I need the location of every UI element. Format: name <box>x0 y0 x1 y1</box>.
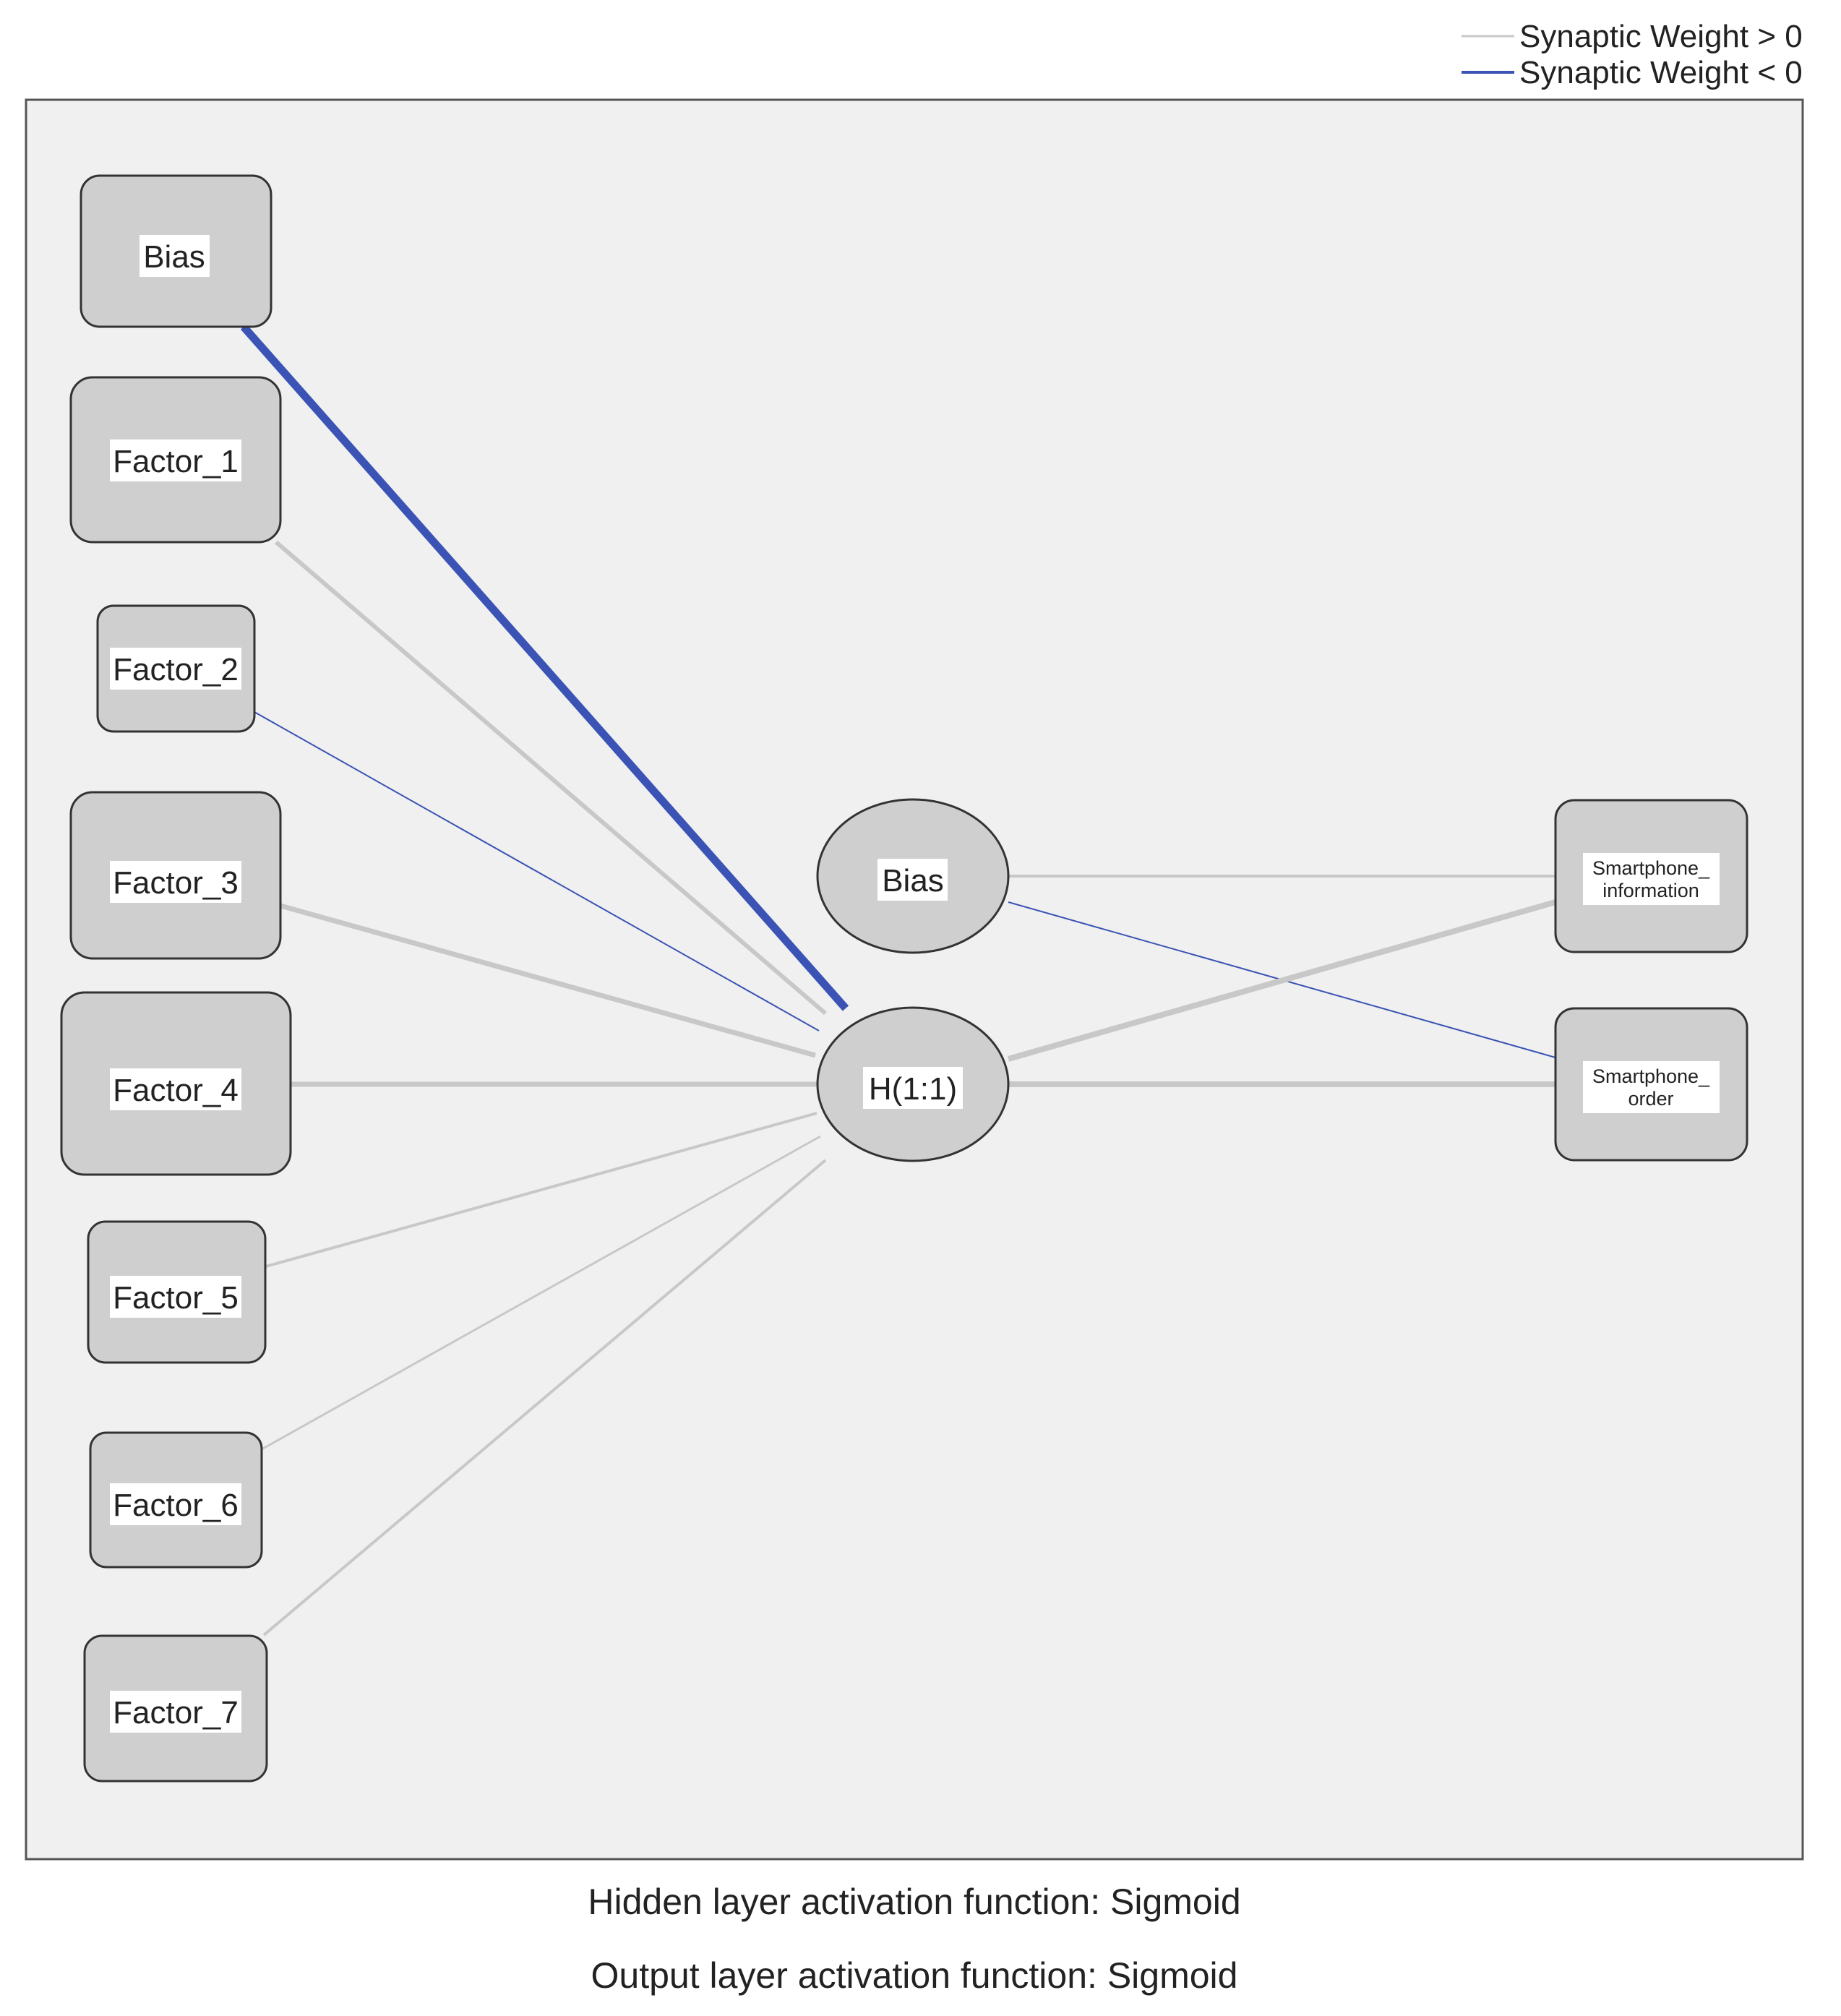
input-node-factor-5-label: Factor_5 <box>113 1280 239 1316</box>
output-node-smartphone-information-line1: Smartphone_ <box>1592 857 1710 879</box>
input-node-factor-1: Factor_1 <box>69 376 282 544</box>
input-node-factor-3-label: Factor_3 <box>113 865 239 901</box>
connection-factor2-to-h11 <box>254 711 820 1031</box>
input-node-factor-2: Factor_2 <box>96 604 256 733</box>
output-node-smartphone-order-line1: Smartphone_ <box>1592 1065 1710 1087</box>
legend-negative-label: Synaptic Weight < 0 <box>1519 55 1803 90</box>
hidden-activation-caption: Hidden layer activation function: Sigmoi… <box>588 1882 1240 1922</box>
output-node-smartphone-information: Smartphone_ information <box>1554 799 1748 953</box>
connection-h11-to-output1 <box>1007 899 1557 1062</box>
legend: Synaptic Weight > 0 Synaptic Weight < 0 <box>1462 19 1803 90</box>
output-node-smartphone-order: Smartphone_ order <box>1554 1007 1748 1162</box>
input-node-factor-6: Factor_6 <box>89 1431 263 1569</box>
connection-factor3-to-h11 <box>280 903 816 1058</box>
input-node-bias: Bias <box>80 174 272 328</box>
connection-factor5-to-h11 <box>265 1112 817 1268</box>
output-node-smartphone-order-line2: order <box>1628 1088 1673 1110</box>
hidden-node-bias: Bias <box>816 798 1010 954</box>
hidden-node-bias-label: Bias <box>882 863 944 898</box>
connection-factor7-to-h11 <box>262 1159 827 1637</box>
input-node-bias-label: Bias <box>143 239 205 275</box>
input-node-factor-3: Factor_3 <box>69 791 282 960</box>
connection-factor1-to-h11 <box>275 540 827 1016</box>
input-node-factor-7: Factor_7 <box>83 1634 268 1783</box>
hidden-node-h11: H(1:1) <box>816 1006 1010 1162</box>
connections <box>240 324 1557 1637</box>
output-node-smartphone-information-line2: information <box>1602 880 1699 901</box>
connection-bias-to-h11 <box>240 324 849 1011</box>
hidden-layer: Bias H(1:1) <box>816 798 1010 1162</box>
input-node-factor-7-label: Factor_7 <box>113 1695 239 1730</box>
input-node-factor-4-label: Factor_4 <box>113 1073 239 1108</box>
output-activation-caption: Output layer activation function: Sigmoi… <box>591 1955 1238 1996</box>
input-node-factor-5: Factor_5 <box>87 1220 267 1364</box>
input-node-factor-6-label: Factor_6 <box>113 1488 239 1523</box>
connection-factor6-to-h11 <box>261 1135 821 1451</box>
input-layer: Bias Factor_1 Factor_2 Factor_3 Factor_4… <box>60 174 292 1783</box>
hidden-node-h11-label: H(1:1) <box>869 1071 957 1107</box>
output-layer: Smartphone_ information Smartphone_ orde… <box>1554 799 1748 1162</box>
input-node-factor-4: Factor_4 <box>60 991 292 1176</box>
input-node-factor-1-label: Factor_1 <box>113 444 239 479</box>
input-node-factor-2-label: Factor_2 <box>113 652 239 687</box>
legend-positive-label: Synaptic Weight > 0 <box>1519 19 1803 54</box>
plot-area <box>25 98 1804 1861</box>
